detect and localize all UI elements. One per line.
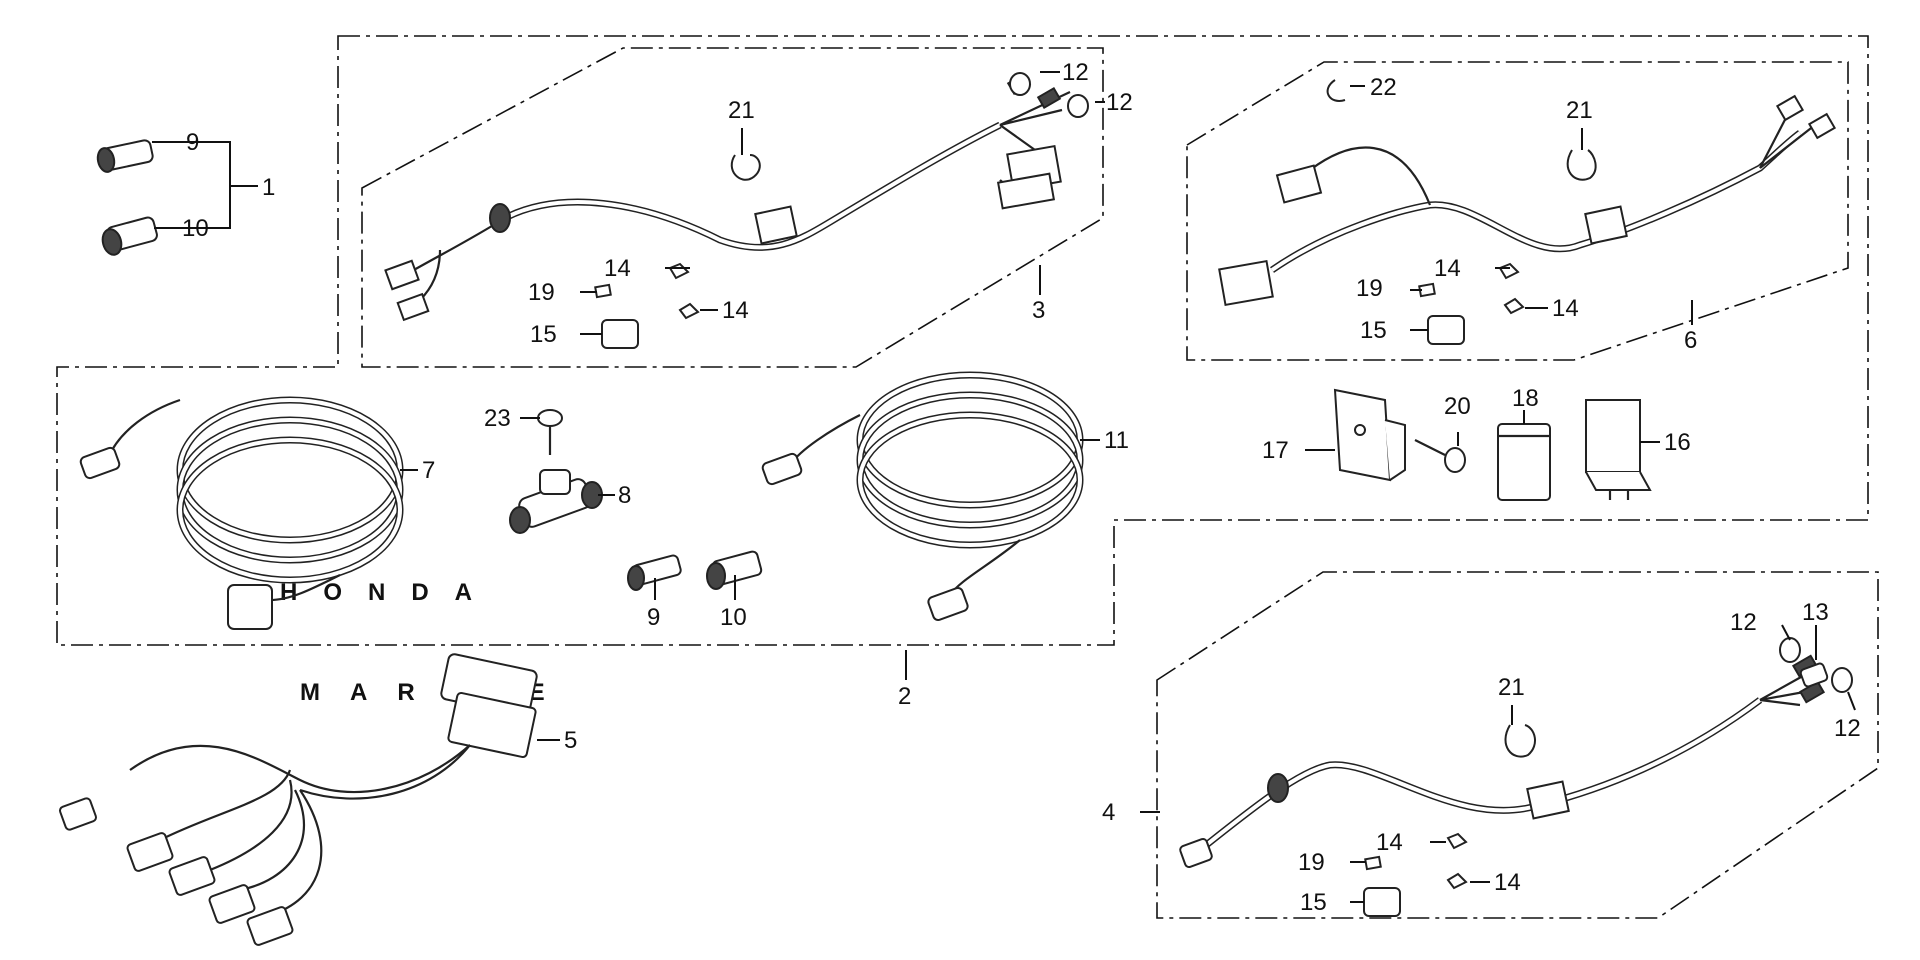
callout-labels: 1 9 10 2 3 4 5 6 7 8 9 10 11 12 12 12 12…: [182, 59, 1861, 916]
connector-9: [627, 554, 682, 591]
callout-22: 22: [1370, 74, 1397, 101]
callout-2: 2: [898, 683, 911, 710]
callout-1: 1: [262, 174, 275, 201]
group-outline-4: [1156, 571, 1879, 919]
screw-23: [537, 409, 563, 455]
bracket-17: [1333, 388, 1406, 482]
callout-8: 8: [618, 482, 631, 509]
cable-11: [761, 371, 1084, 622]
callout-21-b: 21: [1566, 97, 1593, 124]
callout-14-d: 14: [1552, 295, 1579, 322]
callout-6: 6: [1684, 327, 1697, 354]
watermark-line1: HONDA: [280, 579, 498, 606]
callout-15-b: 15: [1360, 317, 1387, 344]
callout-23: 23: [484, 405, 511, 432]
t-connector-8: [509, 469, 603, 534]
callout-14-c: 14: [1434, 255, 1461, 282]
callout-14-a: 14: [604, 255, 631, 282]
callout-13: 13: [1802, 599, 1829, 626]
callout-leaders: [152, 71, 1856, 903]
callout-12-bottom-b: 12: [1834, 715, 1861, 742]
callout-5: 5: [564, 727, 577, 754]
callout-9-kit: 9: [186, 129, 199, 156]
callout-10: 10: [720, 604, 747, 631]
callout-14-e: 14: [1376, 829, 1403, 856]
callout-4: 4: [1102, 799, 1115, 826]
group-outlines: [56, 35, 1879, 919]
callout-19-b: 19: [1356, 275, 1383, 302]
callout-9: 9: [647, 604, 660, 631]
group-outline-3: [361, 47, 1104, 368]
relay-16: [1585, 399, 1652, 500]
group-outline-6: [1186, 61, 1849, 361]
callout-14-b: 14: [722, 297, 749, 324]
callout-12-bottom-a: 12: [1730, 609, 1757, 636]
callout-15-a: 15: [530, 321, 557, 348]
connector-10-kit: [101, 216, 158, 256]
callout-3: 3: [1032, 297, 1045, 324]
harness-6: [1218, 79, 1837, 345]
group-outline-2: [56, 35, 1869, 646]
callout-15-c: 15: [1300, 889, 1327, 916]
connector-9-kit: [96, 139, 154, 173]
callout-16: 16: [1664, 429, 1691, 456]
callout-14-f: 14: [1494, 869, 1521, 896]
cover-18: [1497, 423, 1551, 501]
harness-5: [58, 653, 538, 946]
screw-20: [1414, 439, 1466, 473]
harness-4: [1179, 637, 1853, 917]
callout-21-a: 21: [728, 97, 755, 124]
callout-18: 18: [1512, 385, 1539, 412]
callout-20: 20: [1444, 393, 1471, 420]
connector-10: [706, 550, 763, 590]
callout-12-top-a: 12: [1062, 59, 1089, 86]
callout-12-top-b: 12: [1106, 89, 1133, 116]
callout-19-a: 19: [528, 279, 555, 306]
callout-10-kit: 10: [182, 215, 209, 242]
harness-3: [384, 72, 1089, 349]
cable-7: [79, 396, 404, 630]
callout-7: 7: [422, 457, 435, 484]
callout-17: 17: [1262, 437, 1289, 464]
callout-19-c: 19: [1298, 849, 1325, 876]
callout-21-c: 21: [1498, 674, 1525, 701]
callout-11: 11: [1104, 427, 1129, 454]
